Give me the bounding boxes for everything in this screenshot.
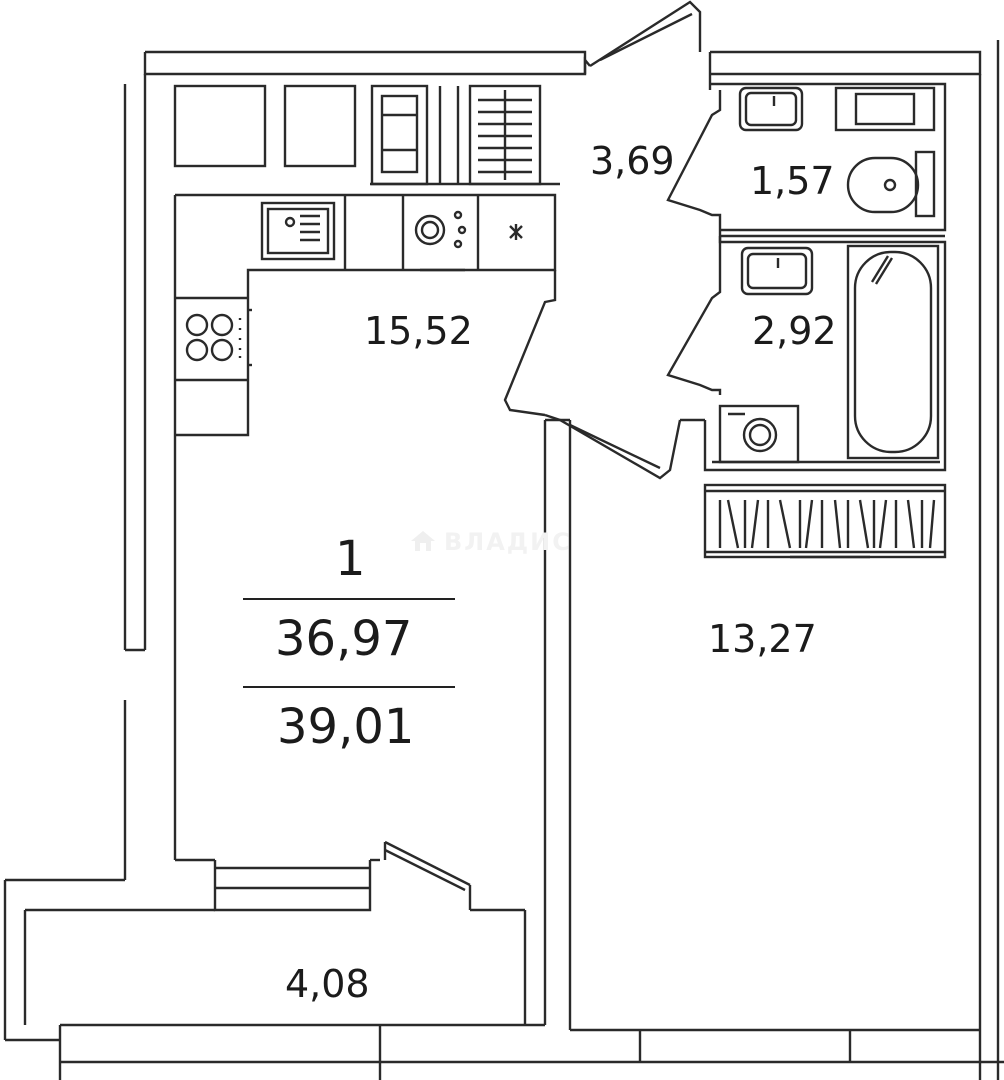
summary-divider-top [243, 598, 455, 600]
kitchen-living-walls [25, 195, 572, 1030]
watermark-text: ВЛАДИС [444, 528, 572, 556]
exterior-walls [3, 40, 1004, 1080]
room-area-bathroom: 2,92 [752, 309, 837, 353]
room-area-hall: 3,69 [590, 139, 675, 183]
living-area: 36,97 [275, 611, 413, 667]
total-area: 39,01 [277, 699, 415, 755]
toilet-room [710, 82, 947, 238]
bedroom-wardrobe [703, 483, 947, 559]
bathroom [703, 236, 947, 472]
room-area-bedroom: 13,27 [708, 617, 817, 661]
hall-walls [503, 0, 722, 480]
house-icon [411, 531, 435, 551]
summary-divider-bottom [243, 686, 455, 688]
room-area-toilet: 1,57 [750, 159, 835, 203]
kitchen-counter [175, 193, 557, 437]
storage-blocks [173, 84, 560, 186]
rooms-count: 1 [335, 531, 366, 587]
watermark: ВЛАДИС [410, 528, 572, 556]
room-area-kitchen-living: 15,52 [364, 309, 473, 353]
room-area-balcony: 4,08 [285, 962, 370, 1006]
